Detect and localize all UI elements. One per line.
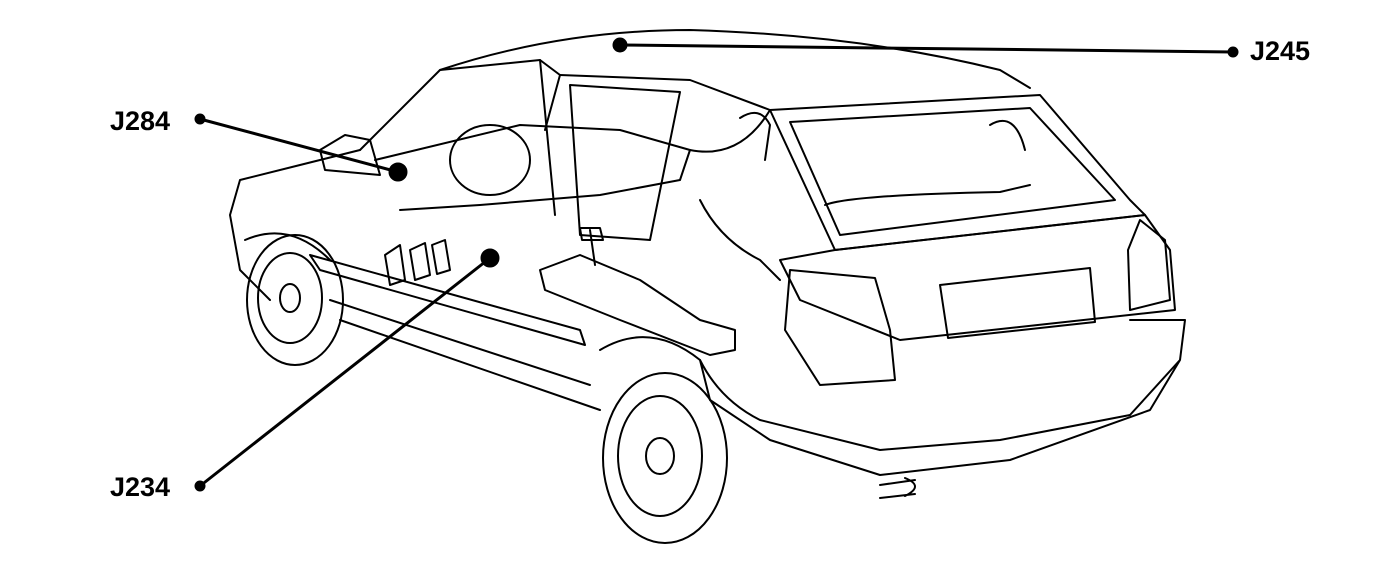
leader-dot-j234-start — [194, 480, 206, 492]
rear-window — [769, 94, 1146, 251]
rear-bumper — [699, 319, 1186, 476]
leader-line-j245 — [619, 43, 1234, 54]
leader-line-j284 — [199, 117, 399, 174]
rear-seat — [824, 184, 1031, 206]
side-mirror — [319, 134, 381, 176]
front-wheel — [244, 232, 344, 366]
license-plate — [939, 267, 1096, 339]
door-line — [309, 254, 586, 346]
callout-label-j284: J284 — [110, 106, 171, 136]
rear-window-inner — [789, 107, 1116, 236]
windshield-frame — [359, 59, 561, 151]
leader-dot-j245-end — [1227, 46, 1239, 58]
rear-seatbelt — [989, 119, 1026, 151]
dashboard — [374, 124, 691, 211]
rear-right-lamp — [1127, 219, 1171, 311]
rocker — [329, 299, 591, 386]
leader-dot-j284-end — [388, 162, 408, 182]
windshield-pillar — [539, 59, 771, 216]
pedals — [384, 239, 451, 286]
center-console — [539, 254, 736, 356]
sill — [339, 319, 601, 411]
callout-label-j245: J245 — [1250, 36, 1311, 66]
steering-wheel — [449, 124, 531, 196]
leader-dot-j245-start — [612, 37, 628, 53]
rear-quarter — [689, 109, 781, 281]
front-body-side — [229, 149, 361, 301]
callout-label-j234: J234 — [110, 472, 171, 502]
gear-lever — [579, 227, 604, 266]
leader-dot-j284-start — [194, 113, 206, 125]
rear-wheel — [599, 336, 728, 544]
rear-left-lamp — [784, 269, 896, 386]
tailgate — [779, 214, 1176, 341]
exhaust-pipe — [879, 477, 916, 499]
b-pillar-window — [569, 84, 681, 241]
leader-dot-j234-end — [480, 248, 500, 268]
roof-outline — [439, 29, 1031, 89]
leader-line-j234 — [199, 256, 491, 488]
rear-seat-headrest — [739, 111, 771, 161]
